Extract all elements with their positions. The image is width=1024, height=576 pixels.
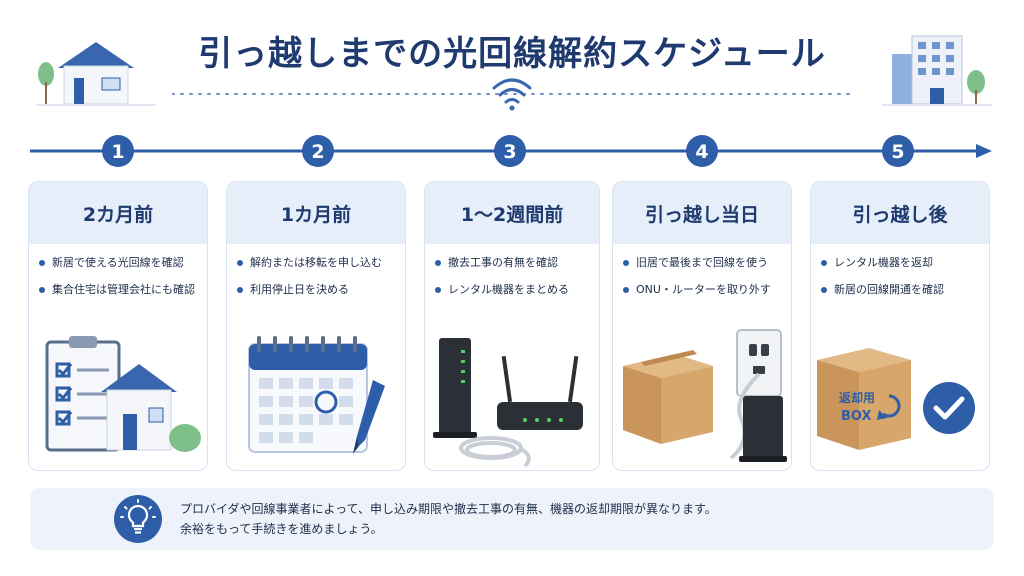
building-icon (882, 35, 992, 106)
checklist-icon (45, 336, 121, 452)
house-icon (101, 364, 201, 452)
step-number: 4 (695, 141, 708, 163)
note-line: プロバイダや回線事業者によって、申し込み期限や撤去工事の有無、機器の返却期限が異… (180, 502, 717, 516)
wifi-icon (492, 78, 532, 111)
note-text: プロバイダや回線事業者によって、申し込み期限や撤去工事の有無、機器の返却期限が異… (180, 499, 717, 539)
step-items: 解約または移転を申し込む 利用停止日を決める (227, 244, 405, 297)
cable-icon (459, 436, 531, 468)
cardboard-box-icon (623, 350, 713, 444)
step-number: 1 (111, 141, 124, 163)
list-item: 旧居で最後まで回線を使う (623, 256, 781, 270)
onu-icon (433, 338, 477, 438)
cable-icon (729, 372, 761, 460)
list-item: 解約または移転を申し込む (237, 256, 395, 270)
step-marker: 1 (102, 135, 134, 167)
calendar-icon (248, 336, 368, 453)
onu-icon (739, 396, 787, 462)
pen-icon (353, 380, 385, 454)
step-items: レンタル機器を返却 新居の回線開通を確認 (811, 244, 989, 297)
box-label-line2: BOX (841, 409, 872, 424)
list-item: レンタル機器をまとめる (435, 283, 589, 297)
step-card-5: 引っ越し後 レンタル機器を返却 新居の回線開通を確認 返却用 BOX (810, 181, 990, 471)
list-item: 撤去工事の有無を確認 (435, 256, 589, 270)
devices-illustration (433, 338, 583, 468)
step-heading: 2カ月前 (29, 182, 207, 244)
note-box: プロバイダや回線事業者によって、申し込み期限や撤去工事の有無、機器の返却期限が異… (30, 488, 994, 550)
step-marker: 3 (494, 135, 526, 167)
step-marker: 5 (882, 135, 914, 167)
step-card-3: 1〜2週間前 撤去工事の有無を確認 レンタル機器をまとめる (424, 181, 600, 471)
step-number: 5 (891, 141, 904, 163)
step-card-2: 1カ月前 解約または移転を申し込む 利用停止日を決める (226, 181, 406, 471)
timeline: 1 2 3 4 5 (30, 135, 992, 167)
step-number: 2 (311, 141, 324, 163)
step-card-1: 2カ月前 新居で使える光回線を確認 集合住宅は管理会社にも確認 (28, 181, 208, 471)
list-item: 利用停止日を決める (237, 283, 395, 297)
box-label-line1: 返却用 (839, 390, 875, 405)
step-heading: 引っ越し後 (811, 182, 989, 244)
dotted-divider (172, 93, 852, 95)
step-items: 撤去工事の有無を確認 レンタル機器をまとめる (425, 244, 599, 297)
checkmark-icon (923, 382, 975, 434)
list-item: 新居で使える光回線を確認 (39, 256, 197, 270)
list-item: レンタル機器を返却 (821, 256, 979, 270)
step-marker: 2 (302, 135, 334, 167)
page-title: 引っ越しまでの光回線解約スケジュール (198, 34, 826, 74)
router-icon (497, 355, 583, 430)
return-box-icon: 返却用 BOX (817, 348, 911, 450)
list-item: ONU・ルーターを取り外す (623, 283, 781, 297)
list-item: 新居の回線開通を確認 (821, 283, 979, 297)
note-line: 余裕をもって手続きを進めましょう。 (180, 522, 383, 536)
step-items: 新居で使える光回線を確認 集合住宅は管理会社にも確認 (29, 244, 207, 297)
step-heading: 1〜2週間前 (425, 182, 599, 244)
moving-day-illustration (623, 329, 787, 462)
step-heading: 引っ越し当日 (613, 182, 791, 244)
step-card-4: 引っ越し当日 旧居で最後まで回線を使う ONU・ルーターを取り外す (612, 181, 792, 471)
step-items: 旧居で最後まで回線を使う ONU・ルーターを取り外す (613, 244, 791, 297)
checklist-house-illustration (45, 336, 201, 452)
return-box-illustration: 返却用 BOX (817, 348, 975, 450)
step-marker: 4 (686, 135, 718, 167)
house-icon (36, 42, 156, 106)
step-heading: 1カ月前 (227, 182, 405, 244)
list-item: 集合住宅は管理会社にも確認 (39, 283, 197, 297)
lightbulb-icon (114, 495, 162, 543)
wall-outlet-icon (736, 329, 782, 397)
calendar-illustration (248, 336, 385, 454)
step-number: 3 (503, 141, 516, 163)
